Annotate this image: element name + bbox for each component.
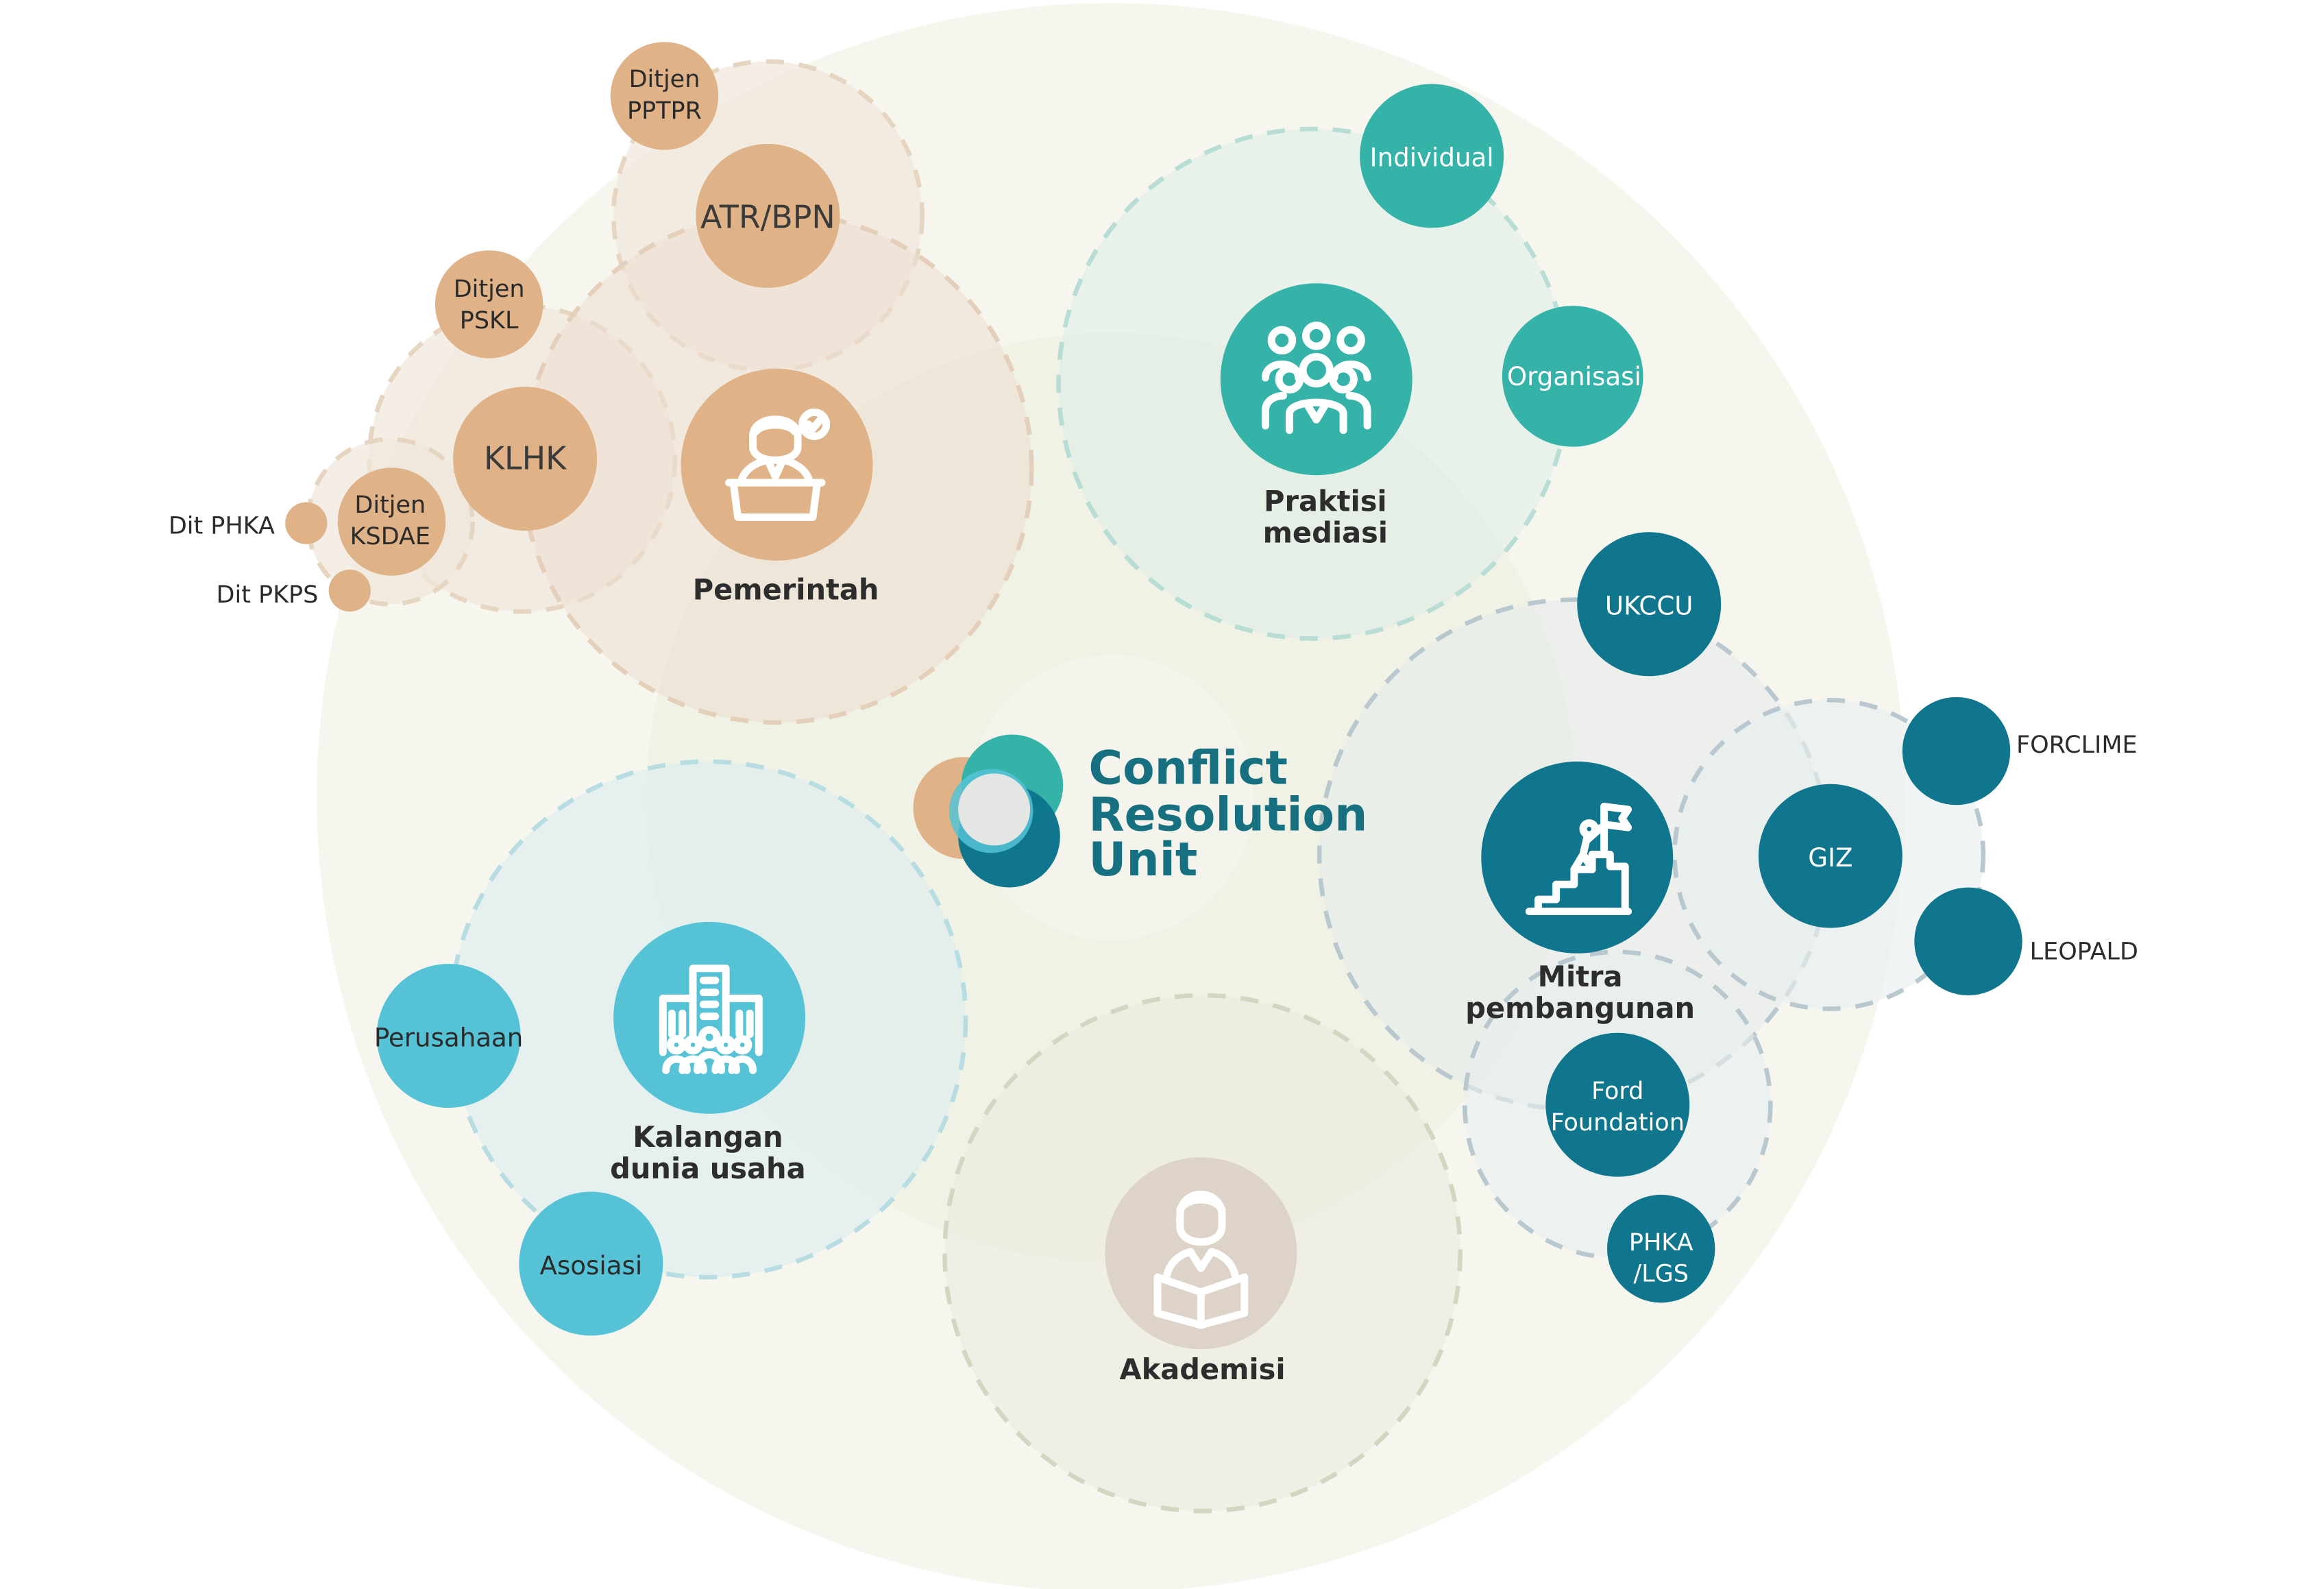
ukccu-label: UKCCU (1605, 591, 1693, 621)
atr-bpn-node[interactable] (696, 143, 840, 288)
forclime-node[interactable] (1902, 696, 2011, 805)
brand-line-3: Unit (1088, 832, 1197, 886)
leopald-node[interactable] (1914, 887, 2022, 996)
perusahaan-label: Perusahaan (374, 1022, 524, 1052)
ditjen-pskl-label-1: Ditjen (454, 276, 525, 303)
dit-phka-node[interactable] (285, 502, 328, 544)
individual-label: Individual (1370, 143, 1494, 173)
pemerintah-title: Pemerintah (693, 573, 879, 607)
asosiasi-label: Asosiasi (540, 1250, 643, 1281)
cru-logo: Conflict Resolution Unit (913, 734, 1367, 888)
pemerintah-group: Ditjen PPTPR ATR/BPN Ditjen PSKL KLHK Di… (169, 42, 879, 612)
official-at-podium-icon (725, 408, 831, 521)
dit-pkps-label: Dit PKPS (217, 581, 319, 609)
akademisi-title: Akademisi (1119, 1353, 1285, 1386)
klhk-label: KLHK (484, 439, 567, 476)
bisnis-group: Perusahaan Asosiasi Kalangan dunia usaha (374, 921, 806, 1336)
praktisi-group: Individual Organisasi Praktisi mediasi (1220, 84, 1643, 550)
dit-pkps-node[interactable] (328, 569, 371, 612)
ditjen-ksdae-label-1: Ditjen (354, 492, 426, 519)
mitra-title-line1: Mitra (1538, 960, 1623, 993)
logo-circle-center (958, 773, 1031, 846)
organisasi-label: Organisasi (1507, 361, 1641, 391)
praktisi-title-line2: mediasi (1263, 516, 1388, 550)
phka-lgs-label-1: PHKA (1629, 1229, 1693, 1257)
climbing-stairs-flag-icon (1525, 803, 1632, 916)
phka-lgs-label-2: /LGS (1633, 1261, 1689, 1288)
ditjen-pskl-node[interactable] (435, 250, 543, 359)
bisnis-title-line1: Kalangan (633, 1120, 783, 1154)
akademisi-group: Akademisi (1105, 1157, 1297, 1386)
ditjen-pptpr-label-1: Ditjen (629, 66, 700, 93)
individual-node[interactable] (1360, 84, 1504, 228)
office-building-people-icon (659, 965, 763, 1074)
group-of-people-icon (1261, 322, 1371, 435)
forclime-label: FORCLIME (2016, 731, 2138, 759)
perusahaan-node[interactable] (376, 964, 521, 1108)
mitra-group: UKCCU GIZ FORCLIME LEOPALD Ford Foundati… (1465, 532, 2138, 1303)
giz-node[interactable] (1758, 784, 1903, 928)
student-reading-book-icon (1153, 1191, 1249, 1329)
organisasi-node[interactable] (1502, 306, 1643, 447)
giz-label: GIZ (1808, 842, 1852, 873)
dit-phka-label: Dit PHKA (169, 512, 275, 539)
leopald-label: LEOPALD (2030, 938, 2138, 966)
klhk-node[interactable] (453, 387, 598, 531)
mitra-title-line2: pembangunan (1465, 991, 1695, 1025)
ditjen-pptpr-label-2: PPTPR (627, 97, 702, 125)
praktisi-title-line1: Praktisi (1264, 485, 1387, 518)
asosiasi-node[interactable] (519, 1191, 663, 1336)
ditjen-pskl-label-2: PSKL (460, 307, 519, 335)
ford-foundation-label-2: Foundation (1551, 1109, 1685, 1137)
praktisi-main-node[interactable] (1220, 283, 1412, 476)
ukccu-node[interactable] (1577, 532, 1722, 677)
bisnis-title-line2: dunia usaha (610, 1152, 806, 1185)
brand-line-1: Conflict (1088, 741, 1288, 795)
ditjen-ksdae-label-2: KSDAE (350, 523, 430, 550)
phka-lgs-node[interactable] (1606, 1194, 1715, 1303)
brand-line-2: Resolution (1088, 787, 1367, 841)
ford-foundation-node[interactable] (1545, 1032, 1690, 1177)
ford-foundation-label-1: Ford (1591, 1078, 1643, 1105)
akademisi-main-node[interactable] (1105, 1157, 1297, 1350)
ditjen-pptpr-node[interactable] (610, 42, 719, 150)
ditjen-ksdae-node[interactable] (337, 468, 446, 576)
atr-bpn-label: ATR/BPN (700, 198, 835, 235)
